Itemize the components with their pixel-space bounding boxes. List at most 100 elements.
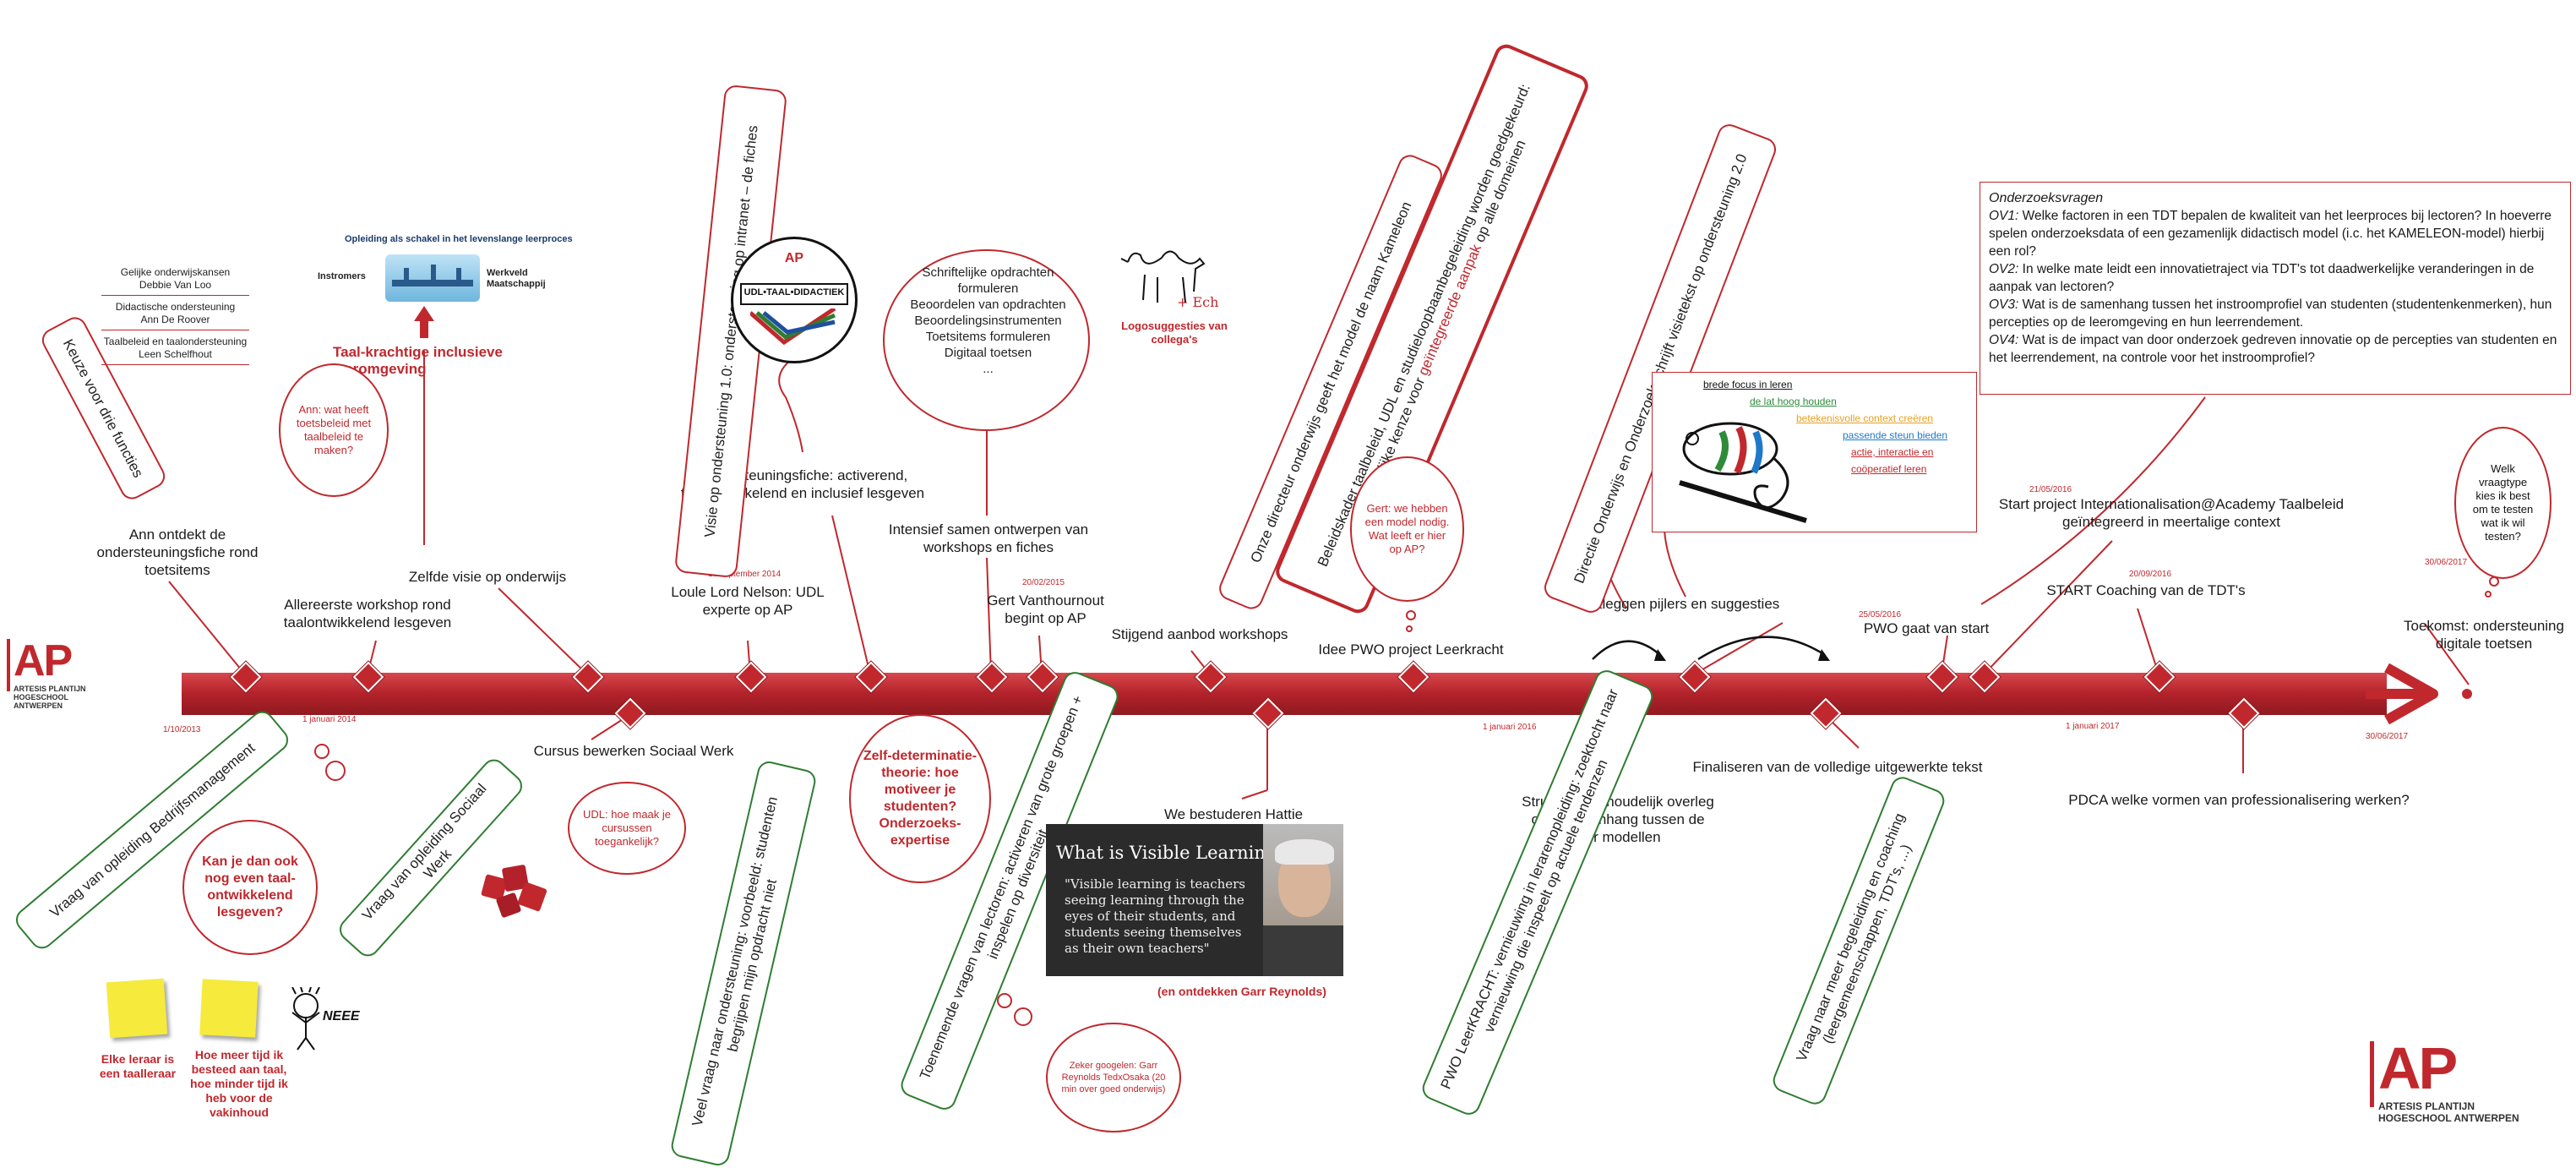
event-hattie: We bestuderen Hattie: [1163, 806, 1304, 822]
event-start-project: Start project Internationalisation@Acade…: [1998, 496, 2345, 530]
udl-label: UDL•TAAL•DIDACTIEK: [743, 287, 845, 297]
ap-logo-name2: HOGESCHOOL ANTWERPEN: [14, 693, 68, 710]
cloud-gert-text: Gert: we hebben een model nodig. Wat lee…: [1364, 502, 1450, 555]
date-label: 1 januari 2016: [1483, 723, 1537, 732]
date-label: 25/05/2016: [1859, 610, 1902, 619]
cloud-zelf-text: Zelf-determinatie-theorie: hoe motiveer …: [863, 749, 978, 848]
timeline-arrowhead: [2384, 663, 2438, 725]
date-label: 1 januari 2014: [302, 715, 357, 724]
cloud-welk-text: Welk vraagtype kies ik best om te testen…: [2472, 462, 2534, 543]
camel-sketch: + Ech Logosuggesties van collega's: [1111, 228, 1238, 355]
kameleon-item: actie, interactie en coöperatief leren: [1851, 446, 1934, 475]
ap-logo-name1: ARTESIS PLANTIJN: [14, 685, 86, 693]
sticky-note: [199, 979, 259, 1038]
hattie-card-quote: "Visible learning is teachers seeing lea…: [1065, 876, 1245, 956]
udl-ap-mark: AP: [784, 251, 804, 265]
udl-logo: AP UDL•TAAL•DIDACTIEK: [731, 237, 858, 363]
udl-check-icon: [750, 308, 836, 346]
q1-label: OV1:: [1989, 209, 2019, 223]
research-q4: OV4: Wat is de impact van door onderzoek…: [1989, 331, 2562, 367]
event-pwo-start: PWO gaat van start: [1863, 620, 1990, 636]
leerproces-caption: Taal-krachtige inclusieve leeromgeving: [333, 344, 503, 377]
note-caption-2: Hoe meer tijd ik besteed aan taal, hoe m…: [190, 1048, 288, 1119]
camel-caption: Logosuggesties van collega's: [1121, 319, 1228, 346]
cloud-kan-je-dan: Kan je dan ook nog even taal-ontwikkelen…: [182, 820, 318, 955]
leerproces-instromers: Instromers: [318, 271, 366, 281]
cloud-zeker-googelen: Zeker googelen: Garr Reynolds TedxOsaka …: [1046, 1023, 1181, 1133]
cloud-zelfdeterminatie: Zelf-determinatie-theorie: hoe motiveer …: [849, 714, 991, 883]
date-label: 19 september 2014: [708, 570, 782, 579]
event-ann: Ann ontdekt de ondersteuningsfiche rond …: [96, 527, 259, 578]
event-toekomst: Toekomst: ondersteuning digitale toetsen: [2404, 618, 2564, 652]
date-label: 20/02/2015: [1022, 578, 1065, 587]
thought-bubble: [1014, 1007, 1032, 1026]
q1-text: Welke factoren in een TDT bepalen de kwa…: [1989, 209, 2552, 259]
kameleon-item: de lat hoog houden: [1750, 396, 1837, 407]
leerproces-werkveld: Werkveld Maatschappij: [487, 268, 546, 289]
neee-text: NEEE: [323, 1009, 360, 1023]
sticky-note: [106, 978, 168, 1039]
date-label: 1 januari 2017: [2066, 722, 2120, 731]
event-finaliseren: Finaliseren van de volledige uitgewerkte…: [1692, 759, 1983, 775]
date-label: 30/06/2017: [2425, 558, 2468, 567]
cloud-gert-question: Gert: we hebben een model nodig. Wat lee…: [1350, 456, 1464, 602]
ap-logo-name1-right: ARTESIS PLANTIJN: [2378, 1100, 2475, 1112]
date-label: 20/09/2016: [2129, 570, 2172, 579]
date-label: 21/05/2016: [2029, 485, 2072, 494]
date-label: 30/06/2017: [2366, 732, 2409, 741]
future-dot: [2462, 689, 2472, 699]
kameleon-item: brede focus in leren: [1703, 379, 1793, 390]
event-workshop: Allereerste workshop rond taalontwikkele…: [283, 597, 452, 630]
function-2-title: Didactische ondersteuning: [115, 301, 236, 313]
note-caption-1: Elke leraar is een taalleraar: [99, 1052, 177, 1080]
thought-bubble: [314, 744, 329, 759]
hattie-card: What is Visible Learning? "Visible learn…: [1046, 824, 1343, 976]
research-questions-box: Onderzoeksvragen OV1: Welke factoren in …: [1980, 182, 2571, 395]
cloud-kan-text: Kan je dan ook nog even taal-ontwikkelen…: [202, 854, 298, 920]
event-loule: Loule Lord Nelson: UDL experte op AP: [671, 584, 825, 618]
research-q2: OV2: In welke mate leidt een innovatietr…: [1989, 260, 2562, 296]
function-3-title: Taalbeleid en taalondersteuning: [103, 336, 248, 347]
q2-text: In welke mate leidt een innovatietraject…: [1989, 262, 2535, 294]
circle-topic: Beoordelingsinstrumenten: [914, 314, 1062, 328]
hattie-portrait: [1263, 824, 1343, 976]
cloud-ann-question: Ann: wat heeft toetsbeleid met taalbelei…: [279, 363, 389, 497]
ap-logo-left: AP ARTESIS PLANTIJN HOGESCHOOL ANTWERPEN: [7, 636, 108, 710]
function-3-name: Leen Schelfhout: [139, 348, 212, 360]
event-pwo-idee: Idee PWO project Leerkracht: [1318, 641, 1504, 658]
research-title: Onderzoeksvragen: [1989, 191, 2104, 205]
camel-tag: + Ech: [1177, 294, 1219, 310]
q4-text: Wat is de impact van door onderzoek gedr…: [1989, 333, 2557, 365]
function-2-name: Ann De Roover: [140, 314, 210, 325]
research-q1: OV1: Welke factoren in een TDT bepalen d…: [1989, 207, 2562, 260]
leerproces-graphic: Opleiding als schakel in het levenslange…: [311, 232, 581, 377]
q3-text: Wat is de samenhang tussen het instroomp…: [1989, 297, 2552, 330]
event-pdca: PDCA welke vormen van professionaliserin…: [2068, 792, 2410, 808]
cloud-udl-text: UDL: hoe maak je cursussen toegankelijk?: [582, 808, 672, 848]
event-vastleggen: Vastleggen pijlers en suggesties: [1574, 596, 1780, 612]
circle-topic: Schriftelijke opdrachten formuleren: [922, 265, 1054, 296]
event-gert: Gert Vanthournout begint op AP: [987, 592, 1104, 626]
dice-image: [481, 864, 551, 919]
leerproces-image: [385, 254, 480, 302]
reynolds-caption: (en ontdekken Garr Reynolds): [1157, 985, 1326, 998]
camel-icon: [1120, 250, 1206, 303]
function-1-title: Gelijke onderwijskansen: [120, 266, 231, 278]
event-start-coaching: START Coaching van de TDT's: [2046, 582, 2246, 598]
event-intensief: Intensief samen ontwerpen van workshops …: [888, 521, 1089, 555]
neee-sketch: NEEE: [280, 986, 373, 1051]
ap-logo-letters: AP: [14, 636, 73, 685]
function-1-name: Debbie Van Loo: [139, 279, 212, 291]
leerproces-title: Opleiding als schakel in het levenslange…: [345, 234, 573, 244]
hattie-card-title: What is Visible Learning?: [1056, 843, 1287, 863]
event-zelfde-visie: Zelfde visie op onderwijs: [408, 569, 567, 585]
frustrated-figure-icon: [291, 986, 320, 1051]
ap-logo-right: AP ARTESIS PLANTIJN HOGESCHOOL ANTWERPEN: [2370, 1035, 2539, 1134]
research-q3: OV3: Wat is de samenhang tussen het inst…: [1989, 296, 2562, 331]
cloud-welk-vraagtype: Welk vraagtype kies ik best om te testen…: [2454, 427, 2551, 579]
